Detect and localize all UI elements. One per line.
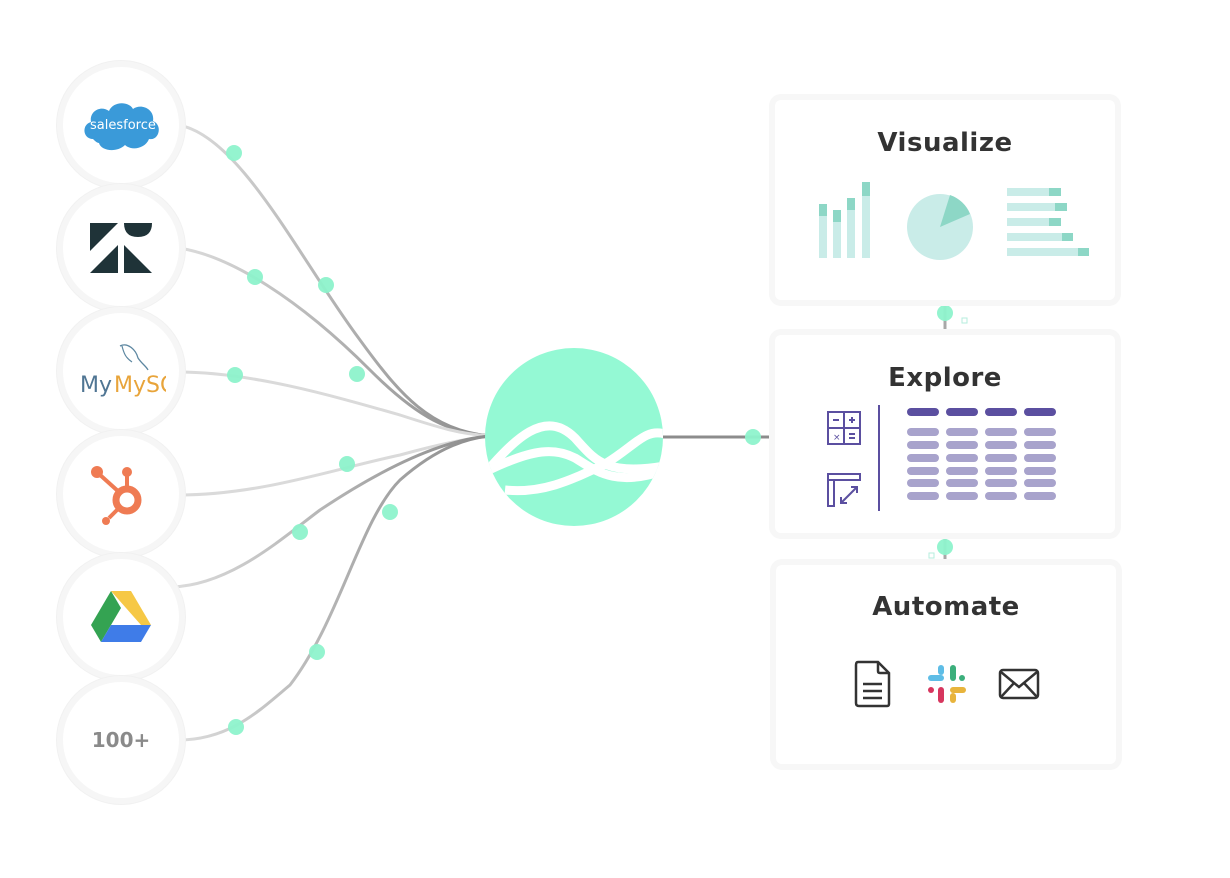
explore-divider [878,405,880,511]
wire-zendesk [177,246,491,438]
flow-node [226,145,242,161]
source-mysql[interactable]: My MySQL [63,313,179,429]
email-icon [998,668,1040,700]
zendesk-icon [90,223,152,273]
wire-salesforce [177,123,491,438]
flow-node [339,456,355,472]
flow-node [309,644,325,660]
flow-node [228,719,244,735]
calculator-icon: × [827,411,861,445]
hubspot-sprocket-icon [91,466,142,525]
source-salesforce[interactable]: salesforce [63,67,179,183]
resize-table-icon [827,473,861,507]
google-drive-icon [91,591,151,642]
flow-node [937,539,953,555]
document-icon [854,660,891,708]
card-visualize[interactable]: Visualize [775,100,1115,300]
salesforce-label: salesforce [90,118,156,133]
flow-node [349,366,365,382]
flow-node [937,305,953,321]
horizontal-bar-chart-icon [1007,188,1089,256]
sparkle-square [961,317,968,324]
svg-text:×: × [833,433,841,443]
card-title-automate: Automate [872,592,1020,622]
wire-more [177,434,491,742]
salesforce-cloud-icon [84,103,159,151]
wire-mysql [177,370,491,438]
flow-node [247,269,263,285]
pie-chart-icon [907,194,973,260]
card-title-visualize: Visualize [877,128,1013,158]
sparkle-square [928,552,935,559]
card-title-explore: Explore [888,363,1002,393]
central-hub[interactable] [485,348,663,526]
bar-chart-icon [819,182,870,258]
flow-node [382,504,398,520]
card-explore[interactable]: Explore × [775,335,1115,533]
mysql-dolphin-icon: My MySQL [80,344,166,398]
source-hubspot[interactable] [63,436,179,552]
source-zendesk[interactable] [63,190,179,306]
data-table-icon [907,408,1056,500]
source-google-drive[interactable] [63,559,179,675]
waves-logo-icon [485,421,663,496]
mysql-label: MySQL [114,373,166,398]
wire-google-drive [171,434,491,589]
svg-text:My: My [80,373,112,398]
slack-icon [928,665,966,703]
flow-node [227,367,243,383]
more-integrations-count: 100+ [91,728,151,752]
card-automate[interactable]: Automate [776,565,1116,764]
source-more-integrations[interactable]: 100+ [63,682,179,798]
flow-node [318,277,334,293]
flow-node [745,429,761,445]
flow-node [292,524,308,540]
